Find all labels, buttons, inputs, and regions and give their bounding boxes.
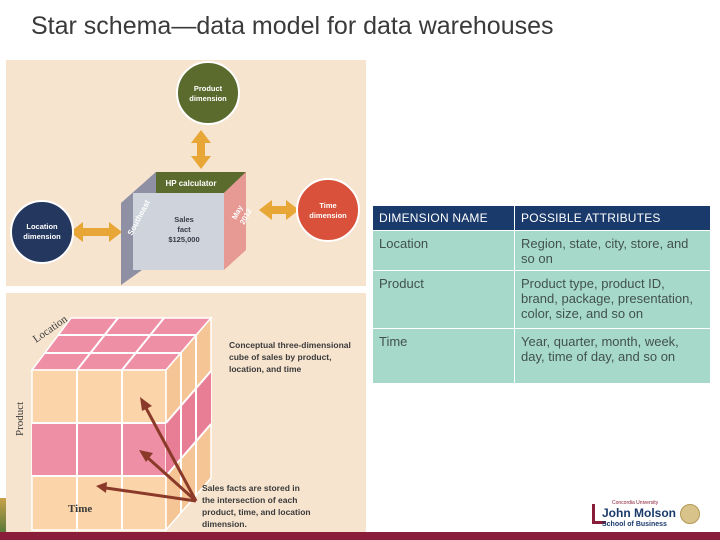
time-node-line2: dimension xyxy=(309,211,347,220)
caption-cube-line2: cube of sales by product, xyxy=(229,352,332,362)
axis-label-product: Product xyxy=(14,402,26,436)
cube-front-line3: $125,000 xyxy=(168,235,199,244)
product-node-line1: Product xyxy=(194,84,223,93)
caption-facts-line4: dimension. xyxy=(202,519,247,529)
footer-decoration xyxy=(0,498,6,532)
table-row: Time Year, quarter, month, week, day, ti… xyxy=(372,328,711,384)
attribute-line: color, size, and so on xyxy=(521,306,644,321)
caption-facts-line2: the intersection of each xyxy=(202,495,297,505)
caption-facts-line1: Sales facts are stored in xyxy=(202,483,300,493)
university-seal-icon xyxy=(680,504,700,524)
time-node-line1: Time xyxy=(319,201,336,210)
caption-cube-line3: location, and time xyxy=(229,364,302,374)
attribute-line: so on xyxy=(521,251,553,266)
footer-bar xyxy=(0,532,720,540)
product-node-line2: dimension xyxy=(189,94,227,103)
logo-school: School of Business xyxy=(602,521,667,528)
table-row: Product Product type, product ID, brand,… xyxy=(372,270,711,329)
header-possible-attributes: POSSIBLE ATTRIBUTES xyxy=(514,205,711,231)
row-location-name: Location xyxy=(372,230,515,271)
header-dimension-name: DIMENSION NAME xyxy=(372,205,515,231)
attribute-line: Region, state, city, store, and xyxy=(521,236,689,251)
attribute-line: day, time of day, and so on xyxy=(521,349,676,364)
row-location-attributes: Region, state, city, store, and so on xyxy=(514,230,711,271)
arrow-location-cube xyxy=(70,222,122,242)
arrow-time-cube xyxy=(259,200,299,220)
logo-university: Concordia University xyxy=(612,500,659,506)
axis-label-time: Time xyxy=(68,503,92,515)
time-dimension-node: Time dimension xyxy=(296,178,360,242)
attribute-line: Year, quarter, month, week, xyxy=(521,334,679,349)
location-node-line2: dimension xyxy=(23,232,61,241)
product-dimension-node: Product dimension xyxy=(176,61,240,125)
caption-cube-line1: Conceptual three-dimensional xyxy=(229,340,351,350)
arrow-product-cube xyxy=(191,130,211,169)
jmsb-logo: Concordia University John Molson School … xyxy=(592,500,702,530)
fact-arrows xyxy=(96,397,198,503)
cube-front-line1: Sales xyxy=(174,215,194,224)
cube-side-face xyxy=(165,315,212,533)
table-header-row: DIMENSION NAME POSSIBLE ATTRIBUTES xyxy=(372,205,711,231)
attribute-line: Product type, product ID, xyxy=(521,276,665,291)
star-schema-diagram: Product dimension Location dimension Tim… xyxy=(6,60,366,286)
row-time-attributes: Year, quarter, month, week, day, time of… xyxy=(514,328,711,384)
location-dimension-node: Location dimension xyxy=(10,200,74,264)
cube-front-line2: fact xyxy=(177,225,191,234)
logo-name: John Molson xyxy=(602,506,676,520)
dimension-attributes-table: DIMENSION NAME POSSIBLE ATTRIBUTES Locat… xyxy=(372,205,711,384)
sales-cube-diagram: Location Product Time Conceptual three-d… xyxy=(6,293,366,535)
caption-facts-line3: product, time, and location xyxy=(202,507,311,517)
attribute-line: brand, package, presentation, xyxy=(521,291,694,306)
cube-front-face xyxy=(31,369,167,531)
sales-cube xyxy=(121,172,246,285)
location-node-line1: Location xyxy=(26,222,58,231)
sales-cube-svg: Location Product Time Conceptual three-d… xyxy=(14,313,351,533)
cube-top-label: HP calculator xyxy=(166,179,217,188)
row-product-name: Product xyxy=(372,270,515,329)
table-row: Location Region, state, city, store, and… xyxy=(372,230,711,271)
row-time-name: Time xyxy=(372,328,515,384)
slide-title: Star schema—data model for data warehous… xyxy=(31,12,554,40)
logo-mark-icon xyxy=(592,504,606,524)
star-schema-svg: Product dimension Location dimension Tim… xyxy=(10,61,360,285)
row-product-attributes: Product type, product ID, brand, package… xyxy=(514,270,711,329)
